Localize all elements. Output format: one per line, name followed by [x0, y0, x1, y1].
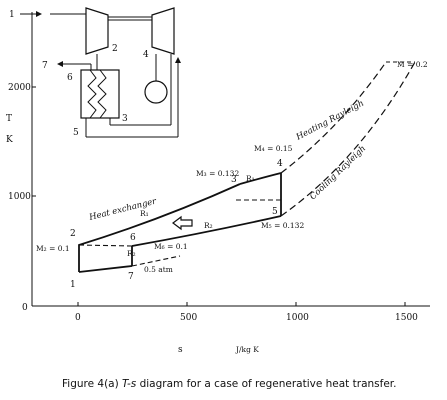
x-tick-label-1000: 1000	[286, 313, 309, 323]
x-axis-label-s: s	[178, 345, 183, 355]
regenerator-coil-icon	[87, 69, 107, 119]
schematic-label-6: 6	[67, 73, 73, 83]
mach-label-5: M₅ = 0.132	[261, 221, 304, 230]
y-axis-label-k: K	[6, 135, 13, 145]
state-label-1: 1	[70, 280, 76, 290]
y-tick-label-0: 0	[22, 303, 28, 313]
schematic-label-5: 5	[73, 128, 79, 138]
y-axis-label-t: T	[6, 114, 12, 124]
cooling-rayleigh-label: Cooling Rayleigh	[308, 144, 368, 202]
y-tick-label-1000: 1000	[8, 192, 31, 202]
heating-rayleigh-label: Heating Rayleigh	[294, 99, 366, 144]
x-axis-label-units: J/kg K	[235, 345, 259, 354]
cycle-schematic: 1 2 4 3 5 7 6	[9, 7, 181, 138]
schematic-label-4: 4	[143, 50, 149, 60]
x-tick-label-1500: 1500	[395, 313, 418, 323]
regenerator-box	[80, 69, 120, 119]
heat-flow-arrow-icon	[172, 215, 193, 231]
heat-exchanger-hot-side	[131, 215, 282, 247]
caption-suffix: diagram for a case of regenerative heat …	[136, 378, 396, 390]
schematic-label-3: 3	[122, 114, 128, 124]
mach-label-2: M₂ = 0.1	[36, 244, 70, 253]
state-label-2: 2	[70, 229, 76, 239]
r1-label-right: R₁	[246, 174, 255, 183]
mach-label-max: M = 0.2	[397, 60, 428, 69]
caption-prefix: Figure 4(a)	[62, 378, 122, 390]
cooling-rayleigh-curve	[280, 61, 416, 217]
heater-icon	[144, 80, 168, 104]
process-7-1	[78, 265, 133, 273]
state-label-7: 7	[128, 272, 134, 282]
state-label-5: 5	[272, 207, 278, 217]
heating-rayleigh-segment	[239, 172, 282, 185]
r2-label-bottom: R₂	[127, 249, 136, 258]
pressure-label: 0.5 atm	[144, 265, 173, 274]
schematic-label-1: 1	[9, 10, 15, 20]
state-label-4: 4	[277, 159, 283, 169]
heating-rayleigh-curve	[280, 61, 387, 174]
mach-label-6: M₆ = 0.1	[154, 242, 188, 251]
r2-label-left: R₂	[204, 221, 213, 230]
x-tick-label-0: 0	[75, 313, 81, 323]
x-tick-label-500: 500	[180, 313, 197, 323]
r1-label-left: R₁	[140, 209, 149, 218]
heat-exchanger-cold-side	[78, 183, 241, 272]
mach-2-dash	[78, 244, 133, 247]
compressor-icon	[85, 7, 109, 55]
mach-label-4: M₄ = 0.15	[254, 144, 293, 153]
mach-label-3: M₃ = 0.132	[196, 169, 239, 178]
state-label-3: 3	[231, 175, 237, 185]
caption-ts: T-s	[122, 378, 137, 390]
schematic-label-7: 7	[42, 61, 48, 71]
figure-caption: Figure 4(a) T-s diagram for a case of re…	[62, 378, 396, 390]
pressure-line-dash	[131, 255, 181, 267]
schematic-label-2: 2	[112, 44, 118, 54]
turbine-icon	[151, 7, 175, 55]
state-label-6: 6	[130, 233, 136, 243]
y-tick-label-2000: 2000	[8, 83, 31, 93]
